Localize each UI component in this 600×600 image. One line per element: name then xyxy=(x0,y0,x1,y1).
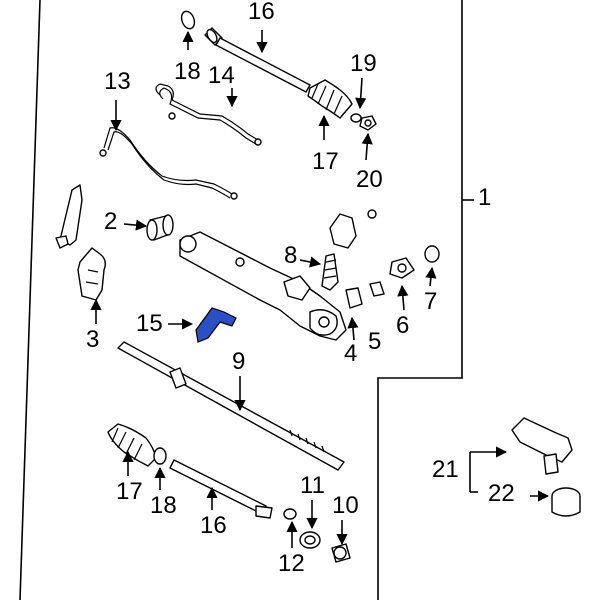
callout-19: 19 xyxy=(350,50,377,77)
cap-seal xyxy=(424,245,440,263)
inner-tie-rod-top xyxy=(204,27,311,93)
steering-rack xyxy=(117,341,345,471)
callout-16-bottom: 16 xyxy=(200,512,227,539)
control-valve xyxy=(321,209,377,291)
callout-7: 7 xyxy=(424,288,438,315)
callout-22: 22 xyxy=(488,480,515,507)
callout-1: 1 xyxy=(478,184,492,211)
boot-clamp-bottom xyxy=(153,447,167,465)
callout-13: 13 xyxy=(104,68,131,95)
callout-18-bottom: 18 xyxy=(150,492,177,519)
return-line xyxy=(99,127,238,200)
boot-clamp-top xyxy=(180,10,196,30)
rack-boot-bottom xyxy=(107,423,157,467)
callout-5: 5 xyxy=(368,328,382,355)
assembly-frame xyxy=(19,0,463,600)
end-bushing xyxy=(331,543,351,563)
callout-15: 15 xyxy=(136,310,163,337)
callout-2: 2 xyxy=(104,208,118,235)
mount-bushing xyxy=(146,214,174,241)
highlighted-bracket xyxy=(195,307,237,343)
small-clamp xyxy=(350,113,362,123)
outer-tie-rod-seal xyxy=(551,487,581,517)
callout-16-top: 16 xyxy=(248,0,275,25)
callout-6: 6 xyxy=(396,312,410,339)
mounting-bracket-lower xyxy=(77,247,107,301)
rack-boot-top xyxy=(307,79,353,119)
housing-plug xyxy=(345,287,363,309)
callout-3: 3 xyxy=(86,326,100,353)
callout-17-bottom: 17 xyxy=(116,478,143,505)
callout-8: 8 xyxy=(284,242,298,269)
callout-18-top: 18 xyxy=(174,58,201,85)
lock-nut xyxy=(359,115,377,131)
callout-12: 12 xyxy=(278,550,305,577)
callout-10: 10 xyxy=(332,492,359,519)
adjuster-bolt xyxy=(369,281,385,297)
callout-17-top: 17 xyxy=(312,148,339,175)
outer-tie-rod-end xyxy=(511,417,573,475)
small-clamp-bottom xyxy=(283,508,297,520)
callout-9: 9 xyxy=(232,348,246,375)
callout-4: 4 xyxy=(344,340,358,367)
inner-tie-rod-bottom xyxy=(169,459,273,519)
bushing-ring xyxy=(299,531,321,549)
rack-housing xyxy=(179,231,347,341)
pressure-line xyxy=(155,83,262,146)
adjuster-nut xyxy=(389,257,415,279)
callout-20: 20 xyxy=(356,166,383,193)
callout-21: 21 xyxy=(432,456,459,483)
mounting-bracket-upper xyxy=(55,184,83,249)
callout-14: 14 xyxy=(208,62,235,89)
callout-11: 11 xyxy=(300,472,325,499)
leader-lines xyxy=(90,30,550,548)
